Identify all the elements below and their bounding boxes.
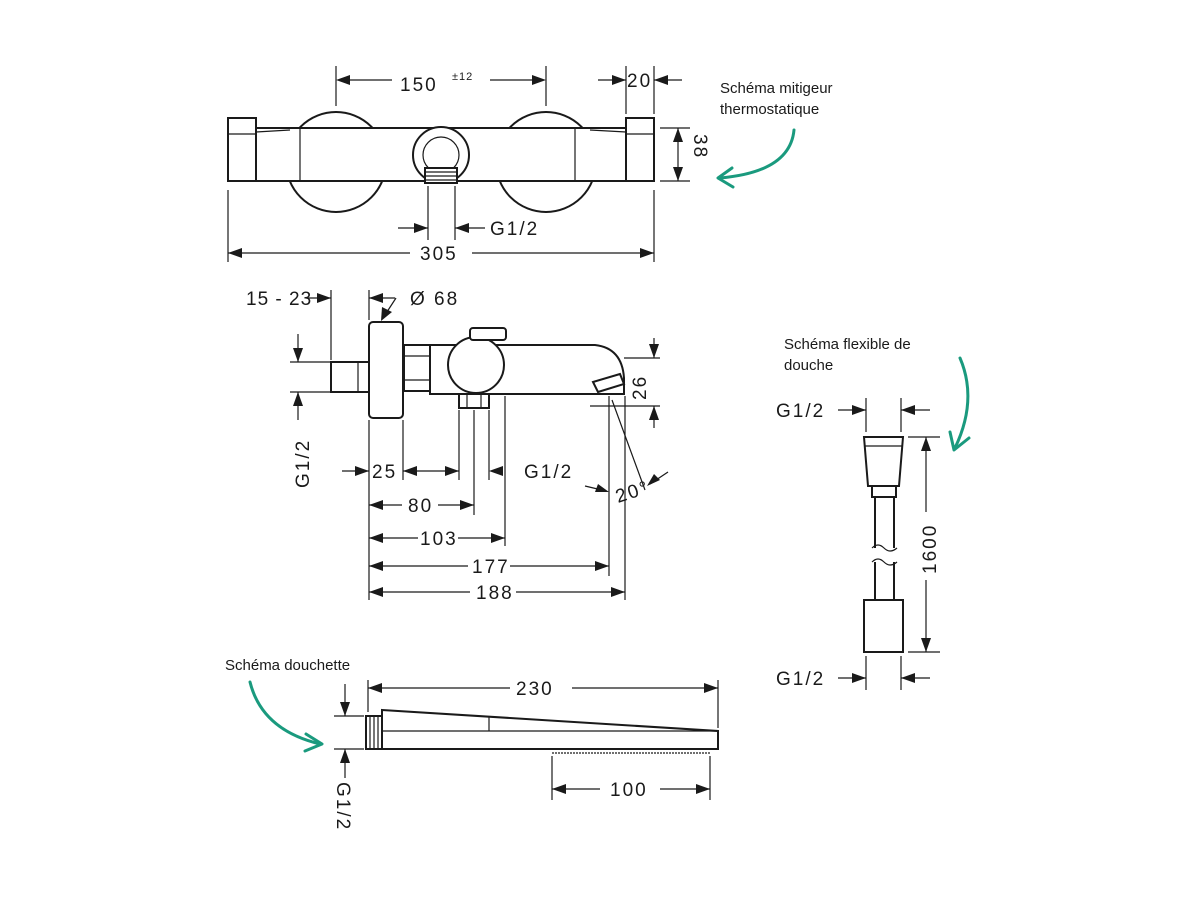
connector-nut (403, 344, 431, 392)
dim-g12-outlet: G1/2 (490, 219, 539, 240)
dim-g12-hose-top: G1/2 (776, 401, 825, 422)
dim-1600: 1600 (920, 524, 941, 574)
dim-80: 80 (408, 496, 433, 517)
dim-g12-handshower: G1/2 (332, 782, 353, 831)
dim-20: 20 (627, 71, 652, 92)
dim-188: 188 (476, 583, 514, 604)
hose-cone-top (862, 436, 905, 487)
dim-38: 38 (689, 134, 710, 159)
dim-15-23: 15 - 23 (246, 289, 312, 310)
green-curved-arrow-hose (953, 356, 970, 450)
green-curved-arrow-handshower (248, 680, 322, 746)
shower-hose-view: G1/2 1600 G1/2 (776, 398, 941, 690)
label-hose-line2: douche (784, 357, 833, 374)
dim-26: 26 (630, 375, 651, 400)
green-arrowhead-hose (948, 430, 971, 452)
outlet-nut-side (458, 393, 490, 409)
spout-tip (591, 372, 626, 394)
thermostat-front-view: 150 ±12 20 38 G1/2 305 (227, 66, 710, 265)
dim-230: 230 (516, 679, 554, 700)
annotations: Schéma mitigeur thermostatique Schéma fl… (225, 80, 971, 753)
dim-g12-vertical: G1/2 (293, 439, 314, 488)
dim-150: 150 (400, 75, 438, 96)
dim-g12-hose-bottom: G1/2 (776, 669, 825, 690)
thermostat-side-view: 15 - 23 Ø 68 26 G1/2 25 G1/2 20° 80 103 … (246, 289, 669, 604)
label-mixer-line2: thermostatique (720, 101, 819, 118)
dim-20-degrees: 20° (613, 477, 653, 508)
dim-diameter-68: Ø 68 (410, 289, 459, 310)
dim-25: 25 (372, 462, 397, 483)
hand-shower-view: 230 G1/2 100 (332, 679, 719, 831)
label-handshower: Schéma douchette (225, 657, 350, 674)
dim-g12-outlet: G1/2 (524, 462, 573, 483)
right-end-cap (625, 117, 655, 182)
dim-305: 305 (420, 244, 458, 265)
dim-150-tolerance: ±12 (452, 71, 473, 83)
dim-100: 100 (610, 780, 648, 801)
left-end-cap (227, 117, 257, 182)
handshower-body (381, 708, 719, 750)
hose-fitting-bottom (863, 599, 904, 653)
handle-side (447, 336, 505, 394)
handle-lever (469, 327, 507, 341)
green-arrowhead-handshower (303, 732, 324, 753)
wall-connector (330, 361, 370, 393)
label-mixer-line1: Schéma mitigeur (720, 80, 833, 97)
dim-103: 103 (420, 529, 458, 550)
dim-177: 177 (472, 557, 510, 578)
hose-ferrule-top (871, 485, 897, 498)
green-curved-arrow-mixer (718, 128, 796, 180)
label-hose-line1: Schéma flexible de (784, 336, 911, 353)
wall-disc-side (368, 321, 404, 419)
green-arrowhead-mixer (716, 166, 735, 189)
